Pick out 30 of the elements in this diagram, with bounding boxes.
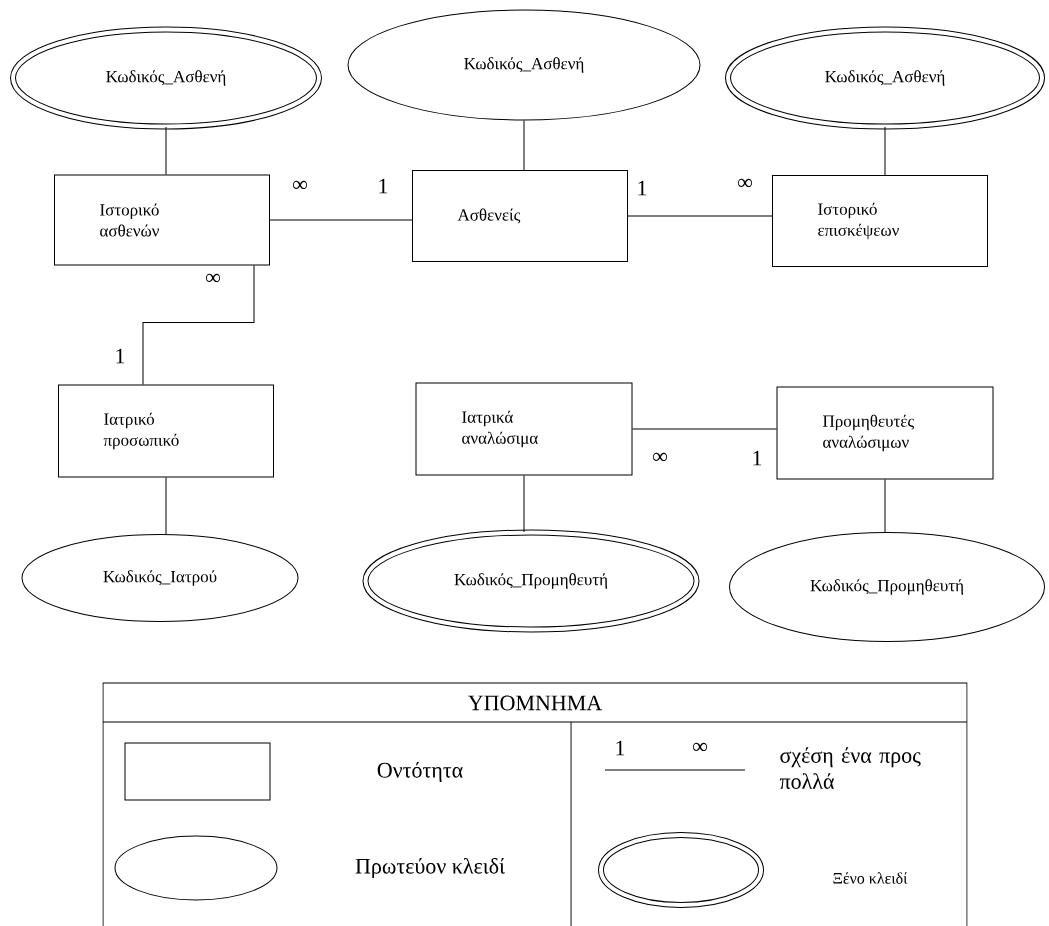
- cardinality-label: ∞: [293, 180, 307, 190]
- entity-box: Ιατρικά αναλώσιμα: [415, 382, 633, 476]
- connector-line: [269, 219, 413, 221]
- cardinality-label: ∞: [693, 742, 707, 752]
- connector-line: [165, 126, 167, 175]
- connector-line: [632, 428, 777, 430]
- entity-box: Ασθενείς: [412, 170, 628, 262]
- cardinality-label: 1: [753, 450, 762, 466]
- cardinality-label: ∞: [738, 178, 752, 188]
- legend-title: ΥΠΟΜΝΗΜΑ: [468, 695, 603, 711]
- legend-text: Οντότητα: [377, 761, 463, 783]
- cardinality-label: 1: [638, 180, 647, 196]
- entity-box: Ιστορικό ασθενών: [54, 174, 270, 266]
- cardinality-label: ∞: [653, 452, 667, 462]
- connector-line: [142, 265, 255, 385]
- connector-line: [523, 475, 525, 533]
- connector-line: [884, 479, 886, 533]
- entity-box: Ιστορικό επισκέψεων: [772, 175, 988, 267]
- connector-line: [165, 477, 167, 535]
- connector-line: [523, 120, 525, 171]
- cardinality-label: 1: [379, 178, 388, 194]
- connector-line: [627, 215, 773, 217]
- legend-text: Πρωτεύον κλειδί: [355, 857, 505, 879]
- legend-text: Ξένο κλειδί: [833, 872, 908, 884]
- connector-line: [884, 126, 886, 176]
- cardinality-label: 1: [116, 348, 125, 364]
- entity-box: Προμηθευτές αναλώσιμων: [776, 386, 994, 480]
- cardinality-label: 1: [616, 740, 625, 756]
- legend-text: σχέση ένα προς πολλά: [779, 747, 921, 789]
- entity-box: Ιατρικό προσωπικό: [58, 384, 274, 478]
